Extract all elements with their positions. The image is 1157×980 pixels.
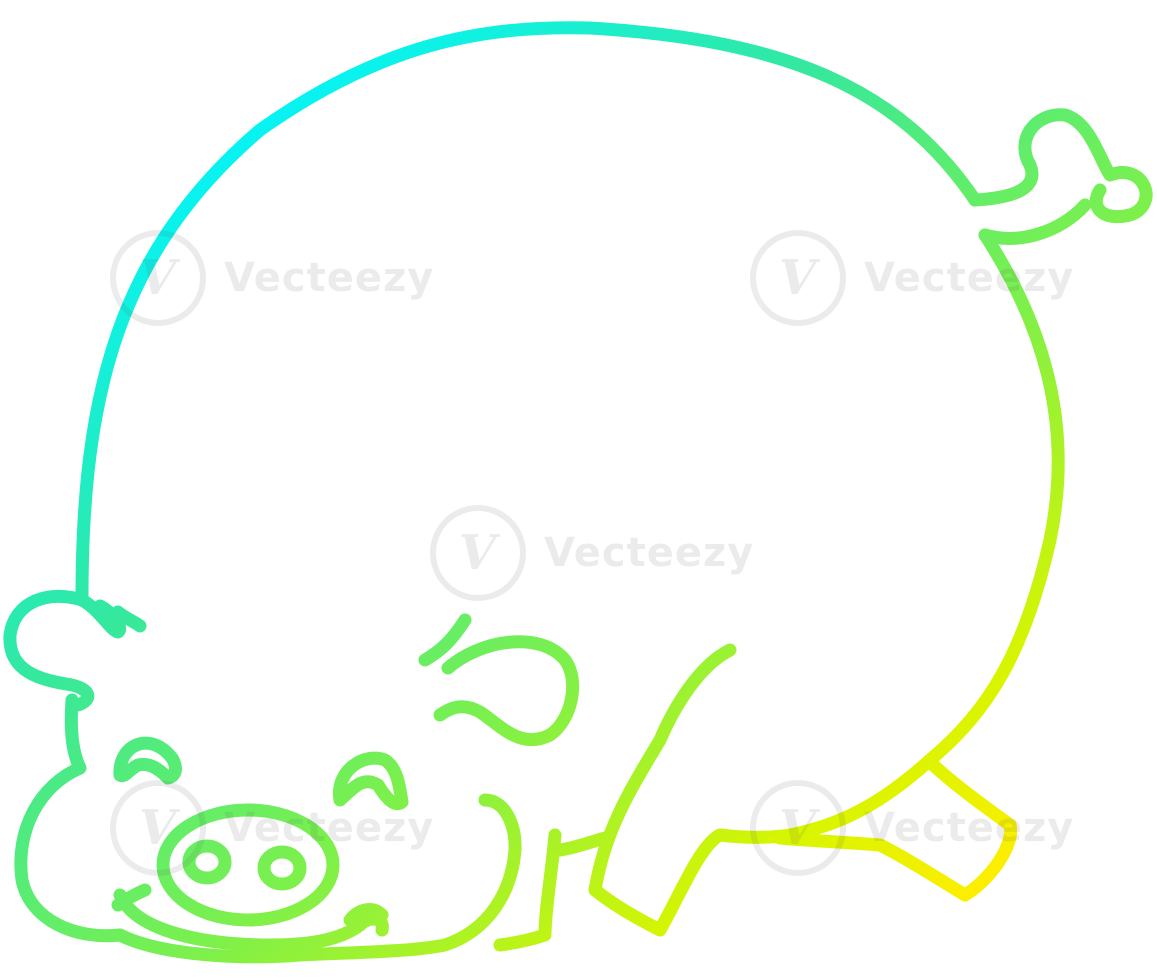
pig-snout xyxy=(156,803,340,927)
pig-front-leg-inner xyxy=(493,828,562,952)
pig-right-eye xyxy=(333,751,409,811)
pig-tail xyxy=(968,108,1153,245)
pig-front-knee xyxy=(553,831,612,857)
pig-brow xyxy=(418,613,472,667)
pig-left-nostril xyxy=(182,839,232,885)
pig-left-eye xyxy=(113,736,182,785)
pig-squint-eye xyxy=(433,635,580,747)
pig-ear-fold xyxy=(111,605,147,633)
pig-cheek-outline xyxy=(14,693,127,943)
pig-dimple-left xyxy=(111,883,152,912)
pig-dimple-right xyxy=(343,903,389,927)
pig-rump-outline xyxy=(783,228,1065,842)
pig-body-outline xyxy=(75,21,982,605)
pig-hind-leg xyxy=(773,755,1018,902)
pig-ear xyxy=(3,589,126,712)
pig-front-leg xyxy=(588,643,737,937)
pig-right-nostril xyxy=(257,845,307,891)
pig-belly xyxy=(713,828,797,844)
pig-mouth xyxy=(113,888,389,952)
pig-chin xyxy=(113,793,522,964)
